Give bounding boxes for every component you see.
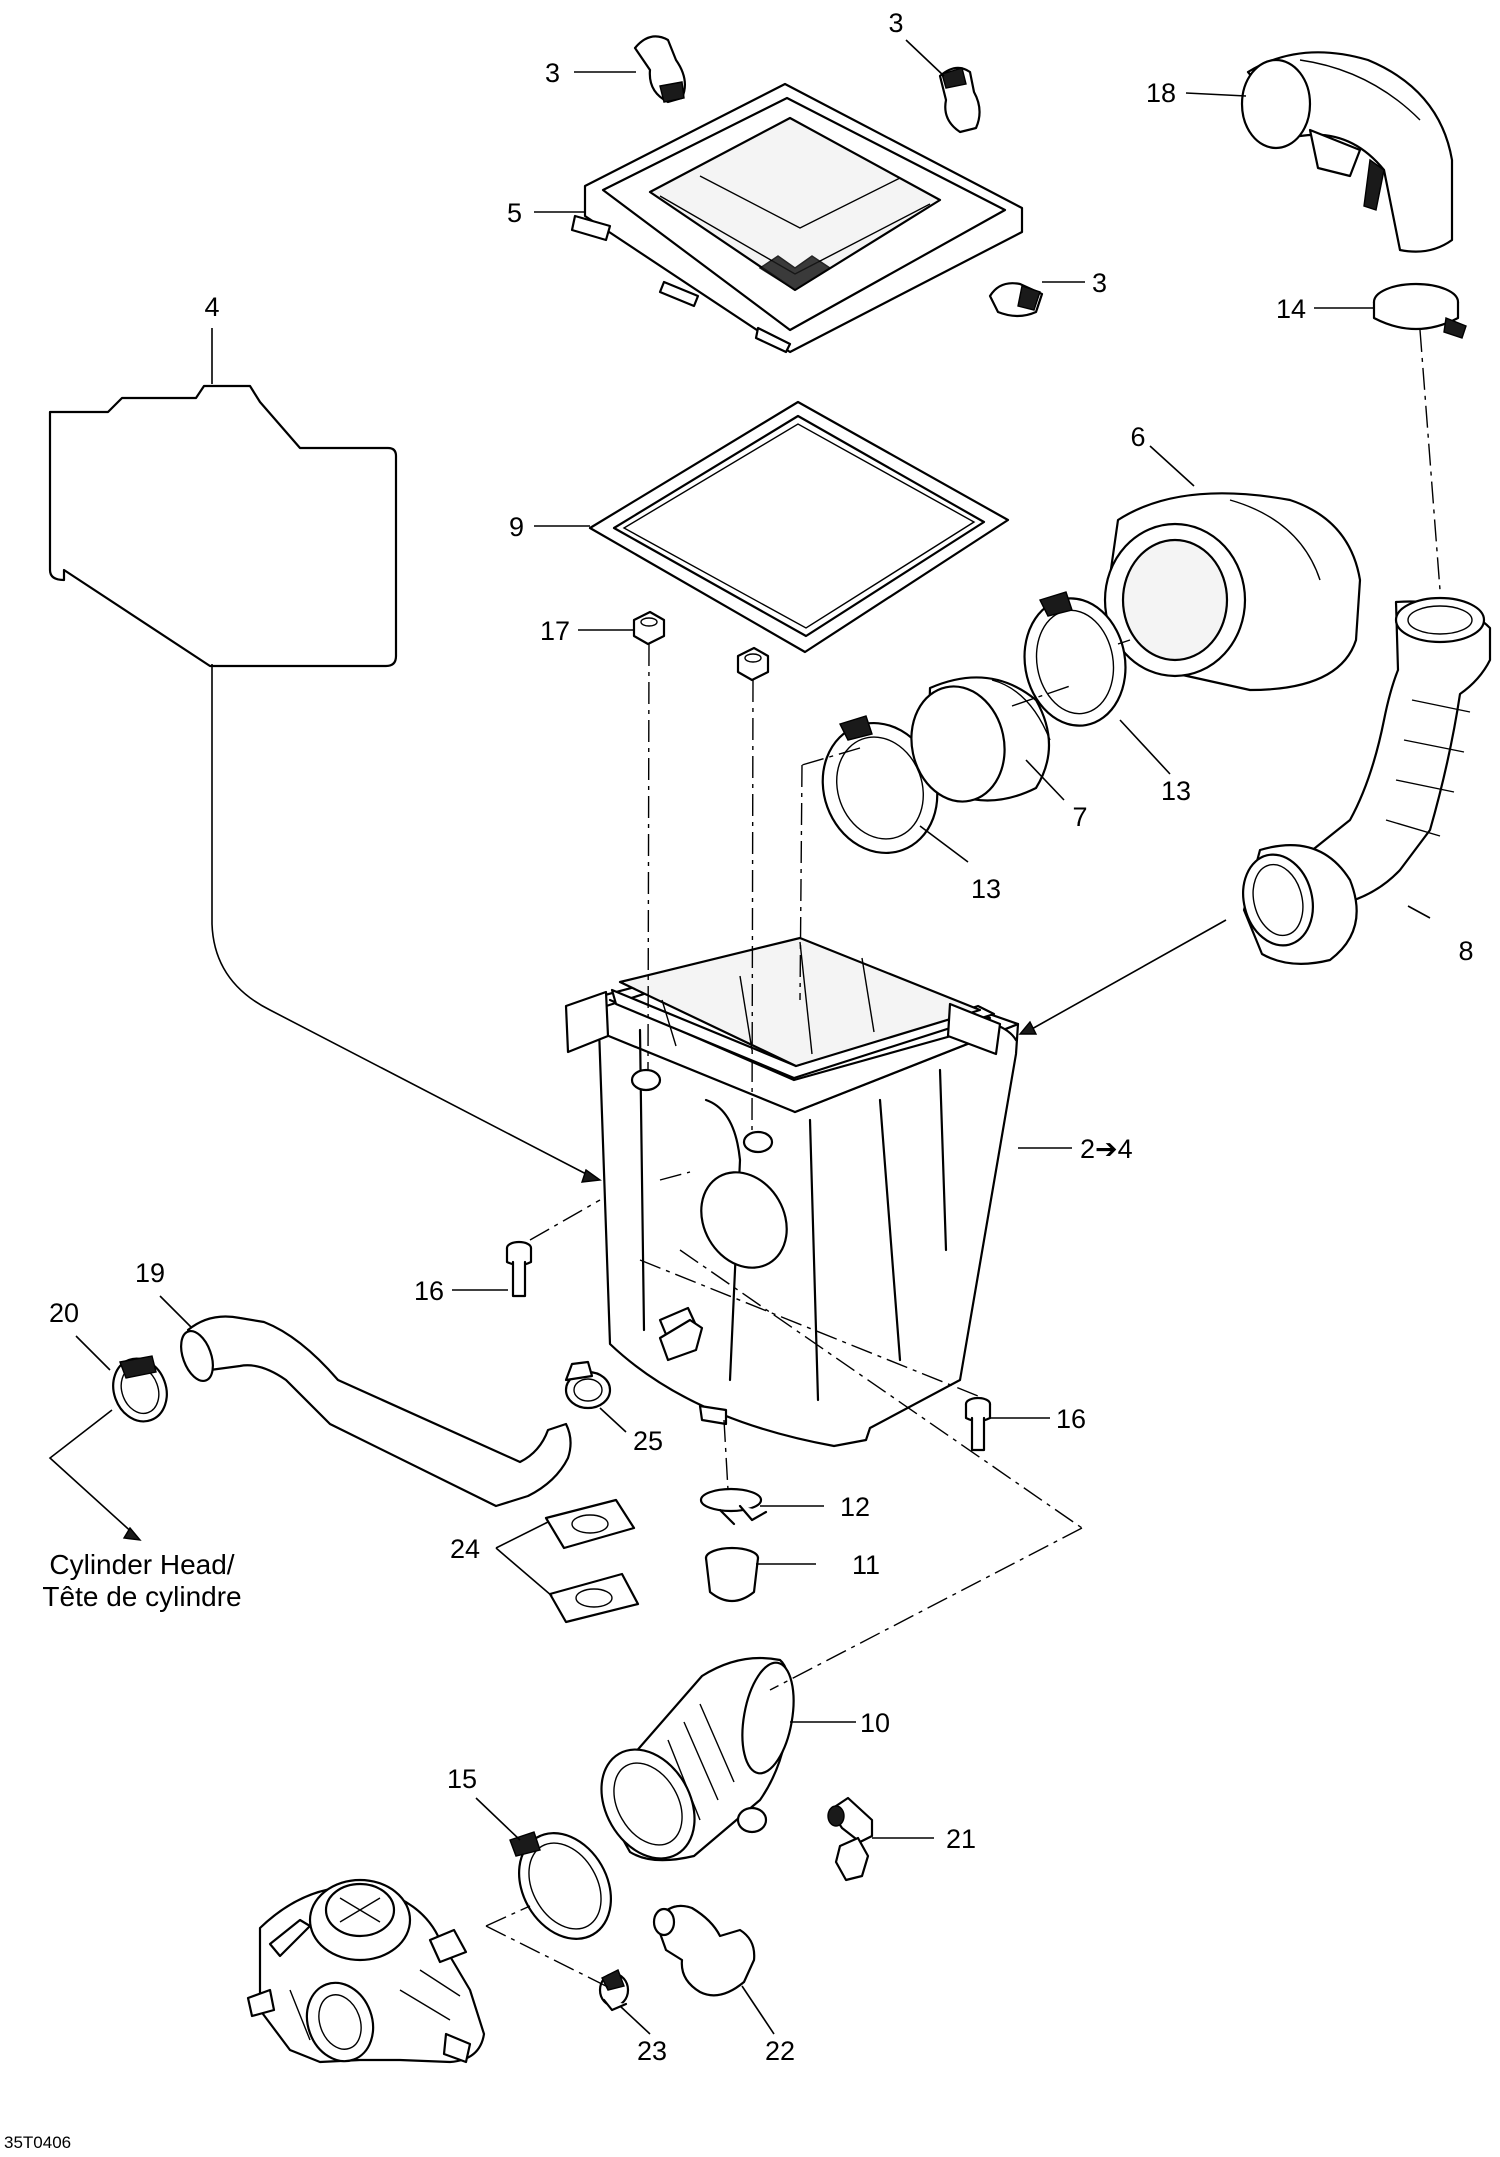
callout-12: 12 xyxy=(840,1492,870,1522)
callout-24: 24 xyxy=(450,1534,480,1564)
part-14-hose-clamp xyxy=(1372,282,1467,339)
part-22-vent-hose xyxy=(652,1904,756,1997)
callout-7: 7 xyxy=(1072,802,1087,832)
callout-labels: 3 3 3 18 5 14 4 6 9 13 7 13 17 8 2➔4 16 … xyxy=(49,8,1474,2066)
part-7-adaptor xyxy=(910,676,1051,803)
part-16-screw-left xyxy=(505,1240,533,1298)
airbox-drain-fitting xyxy=(658,1318,704,1362)
callout-19: 19 xyxy=(135,1258,165,1288)
part-20-clamp xyxy=(112,1355,168,1423)
callout-23: 23 xyxy=(637,2036,667,2066)
cylinder-head-note-line2: Tête de cylindre xyxy=(42,1581,241,1612)
part-3-clip-top-left xyxy=(633,35,687,104)
callout-16b: 16 xyxy=(1056,1404,1086,1434)
assembly-centerlines xyxy=(485,329,1441,1989)
callout-3a: 3 xyxy=(545,58,560,88)
callout-17: 17 xyxy=(540,616,570,646)
part-6-air-filter xyxy=(1103,492,1362,692)
part-17-nut-left xyxy=(632,610,666,646)
leader-lines xyxy=(48,39,1431,2035)
part-10-carburetor-adaptor xyxy=(600,1656,795,1862)
callout-8: 8 xyxy=(1458,936,1473,966)
part-3-clip-right xyxy=(988,282,1044,318)
callout-18: 18 xyxy=(1146,78,1176,108)
callout-22: 22 xyxy=(765,2036,795,2066)
part-23-clamp xyxy=(598,1969,630,2012)
callout-20: 20 xyxy=(49,1298,79,1328)
part-12-spring-clip xyxy=(699,1487,768,1526)
part-5-airbox-cover xyxy=(570,82,1024,354)
callout-10: 10 xyxy=(860,1708,890,1738)
part-9-filter-gasket xyxy=(588,400,1010,654)
callout-3b: 3 xyxy=(888,8,903,38)
carburetor xyxy=(246,1878,486,2064)
callout-9: 9 xyxy=(509,512,524,542)
callout-25: 25 xyxy=(633,1426,663,1456)
part-11-drain-cap xyxy=(704,1546,760,1603)
part-24-pad-lower xyxy=(548,1572,640,1624)
part-4-insulation-sheet xyxy=(48,384,398,668)
callout-4: 4 xyxy=(204,292,219,322)
callout-11: 11 xyxy=(852,1550,880,1580)
callout-5: 5 xyxy=(507,198,522,228)
callout-16a: 16 xyxy=(414,1276,444,1306)
callout-15: 15 xyxy=(447,1764,477,1794)
part-21-elbow-fitting xyxy=(827,1796,874,1882)
part-18-intake-elbow xyxy=(1240,51,1454,253)
callout-14: 14 xyxy=(1276,294,1306,324)
part-17-nut-right xyxy=(736,646,770,682)
callout-6: 6 xyxy=(1130,422,1145,452)
part-13-clamp-upper xyxy=(1023,591,1127,727)
document-id: 35T0406 xyxy=(4,2133,71,2152)
callout-13a: 13 xyxy=(1161,776,1191,806)
callout-3c: 3 xyxy=(1092,268,1107,298)
part-2-airbox xyxy=(564,936,1020,1448)
callout-13b: 13 xyxy=(971,874,1001,904)
part-13-clamp-lower xyxy=(821,715,939,855)
cylinder-head-note-line1: Cylinder Head/ xyxy=(49,1549,234,1580)
callout-2-4: 2➔4 xyxy=(1080,1134,1133,1164)
part-3-clip-top-right xyxy=(938,66,981,134)
part-8-intake-hose xyxy=(1242,596,1492,965)
part-15-clamp xyxy=(509,1831,613,1940)
part-16-screw-right xyxy=(964,1396,992,1452)
part-24-pad-upper xyxy=(544,1498,636,1550)
part-19-drain-hose xyxy=(180,1315,572,1508)
part-25-clamp xyxy=(564,1360,612,1410)
callout-21: 21 xyxy=(946,1824,976,1854)
